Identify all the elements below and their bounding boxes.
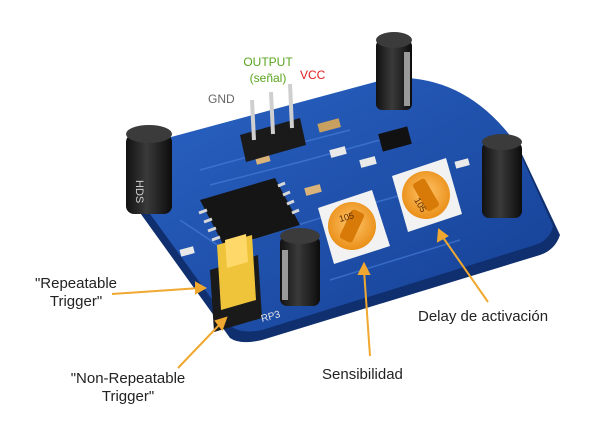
jumper-tag: RP3: [260, 309, 282, 325]
label-repeatable-trigger: "Repeatable Trigger": [20, 275, 132, 311]
potentiometer-delay: 105: [392, 158, 462, 232]
capacitor-right: [482, 134, 522, 218]
capacitor-left-text: HDS: [133, 180, 145, 203]
smd-components: [179, 118, 470, 257]
arrow-delay: [441, 235, 489, 303]
pin-label-output-sub: (señal): [249, 71, 287, 85]
capacitor-top: [376, 32, 412, 110]
potentiometer-sensitivity: 105: [318, 190, 390, 264]
pin-label-output-text: OUTPUT: [243, 55, 293, 69]
header-pins: [240, 83, 306, 162]
potentiometer-left-label: 105: [338, 210, 355, 224]
pin-label-gnd: GND: [208, 92, 235, 106]
pin-label-output: OUTPUT (señal): [236, 55, 300, 85]
capacitor-left: HDS: [126, 125, 172, 214]
arrow-repeatable: [111, 287, 201, 295]
annotation-arrows: [111, 228, 489, 369]
pin-label-vcc: VCC: [300, 68, 326, 82]
arrow-non-repeatable: [177, 321, 223, 369]
label-non-repeatable-trigger: "Non-Repeatable Trigger": [58, 370, 198, 406]
jumper-block: RP3: [210, 234, 282, 332]
arrow-sensibilidad: [363, 269, 371, 357]
capacitor-bottom: [280, 228, 320, 306]
label-non-repeatable-line1: "Non-Repeatable: [70, 370, 186, 387]
label-non-repeatable-line2: Trigger": [101, 388, 155, 405]
label-repeatable-line1: "Repeatable: [34, 275, 118, 292]
label-repeatable-line2: Trigger": [49, 293, 103, 310]
label-delay: Delay de activación: [418, 308, 549, 325]
label-sensibilidad: Sensibilidad: [322, 366, 403, 383]
ic-chip: [198, 178, 300, 248]
